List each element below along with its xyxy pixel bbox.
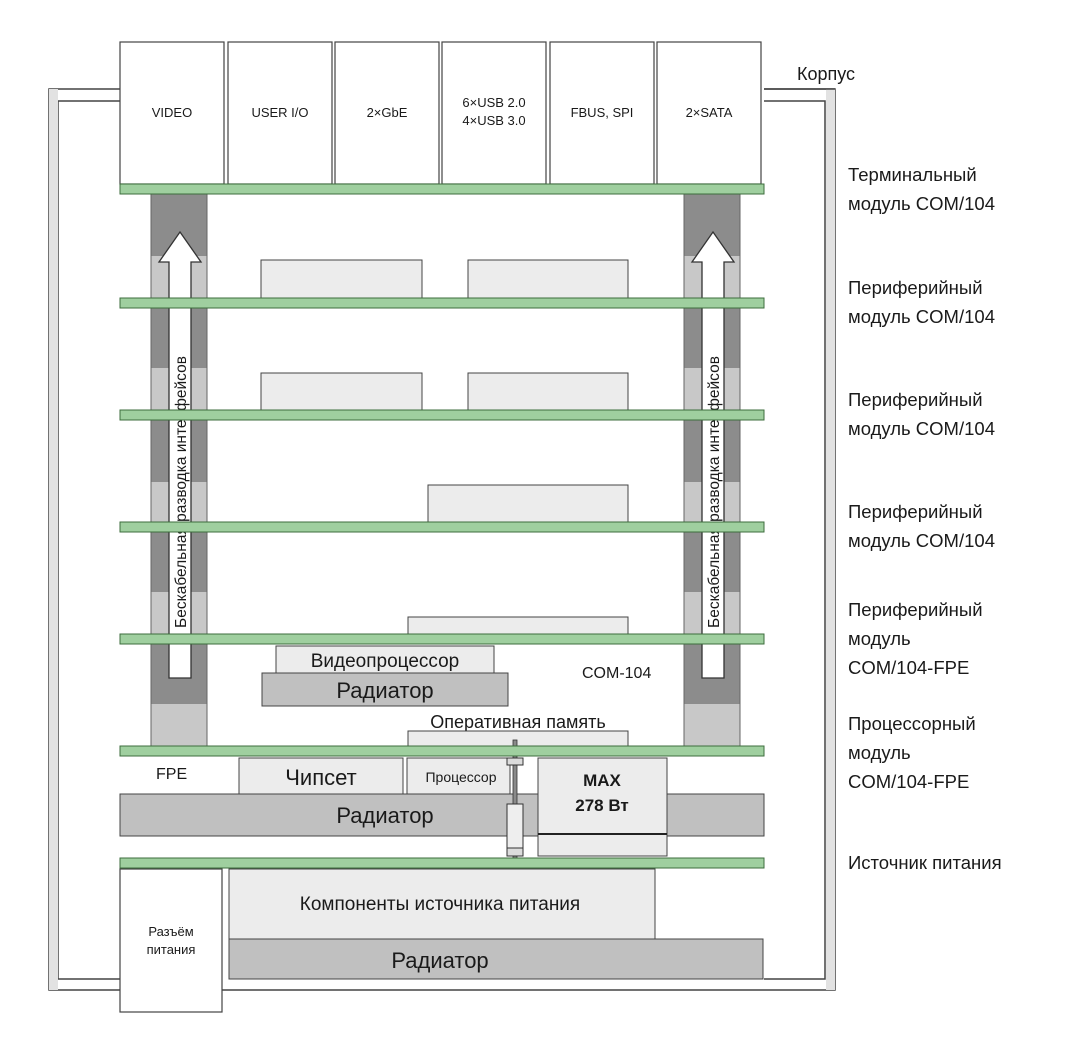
connector-usb-label-line1: 6×USB 2.0 <box>462 95 525 110</box>
ram-label: Оперативная память <box>430 712 605 732</box>
connector-sata <box>656 41 762 185</box>
left-bus-arrow <box>157 230 203 679</box>
module-label-terminal-line2: модуль COM/104 <box>848 193 995 214</box>
connector-video-label: VIDEO <box>152 105 192 120</box>
power-connector-line2: питания <box>147 942 196 957</box>
connector-video <box>119 41 225 185</box>
fpe-label: FPE <box>156 766 187 783</box>
connector-fbus <box>549 41 655 185</box>
board-peripheral-fpe <box>119 633 765 645</box>
module-label-processor-line2: модуль <box>848 742 911 763</box>
max-power-line1: MAX <box>583 771 621 790</box>
peripheral-chips <box>260 259 629 635</box>
connector-user-io <box>227 41 333 185</box>
board-psu <box>119 857 765 869</box>
module-labels: Терминальный модуль COM/104 Периферийный… <box>848 164 1002 873</box>
video-radiator-label: Радиатор <box>336 678 433 703</box>
module-label-peripheral-fpe-line2: модуль <box>848 628 911 649</box>
power-connector <box>119 868 223 1013</box>
chipset-label: Чипсет <box>285 765 356 790</box>
module-label-peripheral-2-line2: модуль COM/104 <box>848 418 995 439</box>
processor-radiator-label: Радиатор <box>336 803 433 828</box>
module-label-psu: Источник питания <box>848 852 1002 873</box>
module-label-peripheral-3-line2: модуль COM/104 <box>848 530 995 551</box>
board-terminal <box>119 183 765 195</box>
psu-radiator <box>228 938 764 980</box>
module-label-processor-line3: COM/104-FPE <box>848 771 969 792</box>
connector-gbe-label: 2×GbE <box>367 105 408 120</box>
connector-row: VIDEO USER I/O 2×GbE 6×USB 2.0 4×USB 3.0… <box>119 41 762 185</box>
right-bus-arrow <box>690 230 736 679</box>
power-connector-line1: Разъём <box>148 924 193 939</box>
connector-gbe <box>334 41 440 185</box>
psu-radiator-label: Радиатор <box>391 948 488 973</box>
board-processor <box>119 745 765 757</box>
processor-label: Процессор <box>425 769 496 785</box>
connector-fbus-label: FBUS, SPI <box>571 105 634 120</box>
board-peripheral-1 <box>119 297 765 309</box>
enclosure <box>48 88 836 991</box>
enclosure-label: Корпус <box>797 64 855 84</box>
left-bus-label: Бескабельная разводка интерфейсов <box>173 356 190 628</box>
video-radiator <box>261 672 509 707</box>
max-power-line2: 278 Вт <box>575 796 628 815</box>
board-peripheral-3 <box>119 521 765 533</box>
connector-usb-label-line2: 4×USB 3.0 <box>462 113 525 128</box>
boards <box>119 183 765 869</box>
module-label-peripheral-fpe-line1: Периферийный <box>848 599 983 620</box>
standoff <box>506 739 524 876</box>
module-label-peripheral-1-line1: Периферийный <box>848 277 983 298</box>
max-power-box <box>537 757 668 857</box>
module-label-terminal-line1: Терминальный <box>848 164 977 185</box>
processor-chip <box>406 757 511 795</box>
right-bus-label: Бескабельная разводка интерфейсов <box>706 356 723 628</box>
video-processor-label: Видеопроцессор <box>311 651 460 672</box>
video-processor <box>275 645 495 674</box>
psu-components-label: Компоненты источника питания <box>300 894 580 915</box>
ram-chip <box>407 730 629 747</box>
chipset <box>238 757 404 795</box>
com104-label: COM-104 <box>582 665 651 682</box>
board-peripheral-2 <box>119 409 765 421</box>
module-label-peripheral-3-line1: Периферийный <box>848 501 983 522</box>
connector-sata-label: 2×SATA <box>686 105 733 120</box>
module-label-peripheral-1-line2: модуль COM/104 <box>848 306 995 327</box>
module-label-peripheral-2-line1: Периферийный <box>848 389 983 410</box>
module-label-processor-line1: Процессорный <box>848 713 976 734</box>
module-label-peripheral-fpe-line3: COM/104-FPE <box>848 657 969 678</box>
connector-user-io-label: USER I/O <box>251 105 308 120</box>
